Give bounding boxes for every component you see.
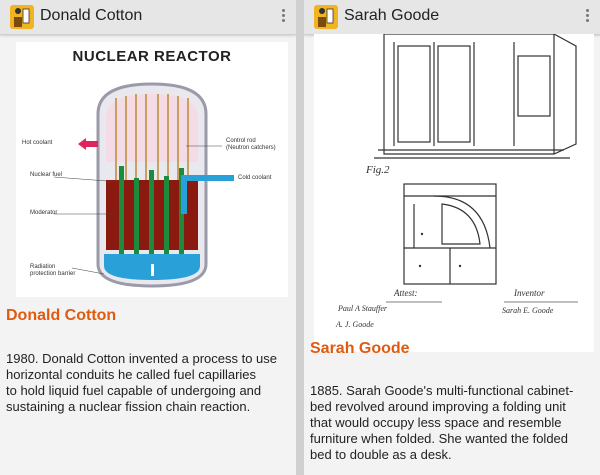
- subject-name: Donald Cotton: [6, 307, 117, 324]
- inventor-signature: Sarah E. Goode: [502, 306, 554, 315]
- pane-divider: [296, 0, 304, 475]
- description-line: 1885. Sarah Goode's multi-functional cab…: [310, 383, 574, 398]
- app-bar-left: Donald Cotton: [0, 0, 296, 35]
- fig-label: Fig.2: [366, 164, 390, 176]
- description-line: bed to double as a desk.: [310, 447, 452, 462]
- subject-name: Sarah Goode: [310, 340, 410, 357]
- description-line: that would occupy less space and resembl…: [310, 415, 562, 430]
- label-cold-coolant: Cold coolant: [238, 175, 272, 181]
- description: 1885. Sarah Goode's multi-functional cab…: [310, 383, 596, 463]
- description: 1980. Donald Cotton invented a process t…: [6, 351, 292, 415]
- overflow-menu-icon[interactable]: [280, 7, 286, 27]
- label-radiation-barrier-1: Radiation: [30, 264, 56, 270]
- label-radiation-barrier-2: protection barrier: [30, 271, 76, 277]
- app-bar-right: Sarah Goode: [304, 0, 600, 35]
- app-logo-icon[interactable]: [314, 5, 338, 29]
- label-hot-coolant: Hot coolant: [22, 140, 53, 146]
- patent-drawing-image: Fig.2 Attest: Inventor Paul A Stauffer A…: [314, 34, 594, 352]
- inventor-label: Inventor: [514, 288, 545, 298]
- nuclear-reactor-image: NUCLEAR REACTOR: [16, 42, 288, 297]
- label-control-rod-2: (Neutron catchers): [226, 145, 276, 151]
- app-title: Donald Cotton: [40, 7, 143, 24]
- label-control-rod-1: Control rod: [226, 138, 256, 144]
- witness-signature-1: Paul A Stauffer: [338, 304, 388, 313]
- description-line: bed revolved around improving a folding …: [310, 399, 566, 414]
- image-title: NUCLEAR REACTOR: [72, 48, 232, 65]
- overflow-menu-icon[interactable]: [584, 7, 590, 27]
- description-line: 1980. Donald Cotton invented a process t…: [6, 351, 278, 366]
- description-line: sustaining a nuclear fission chain react…: [6, 399, 251, 414]
- left-pane: Donald Cotton NUCLEAR REACTOR: [0, 0, 296, 475]
- description-line: furniture when folded. She wanted the fo…: [310, 431, 569, 446]
- description-line: to hold liquid fuel capable of undergoin…: [6, 383, 262, 398]
- app-title: Sarah Goode: [344, 7, 440, 24]
- right-pane: Sarah Goode: [304, 0, 600, 475]
- attest-label: Attest:: [394, 288, 418, 298]
- description-line: horizontal conduits he called fuel capil…: [6, 367, 257, 382]
- app-logo-icon[interactable]: [10, 5, 34, 29]
- witness-signature-2: A. J. Goode: [336, 320, 374, 329]
- label-nuclear-fuel: Nuclear fuel: [30, 172, 63, 178]
- label-moderator: Moderator: [30, 210, 58, 216]
